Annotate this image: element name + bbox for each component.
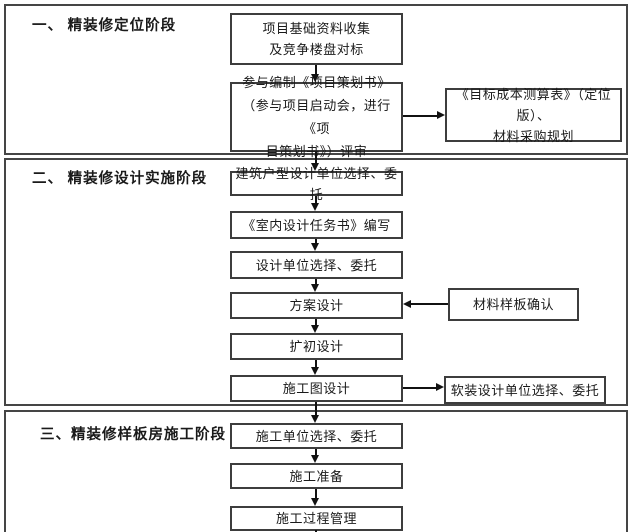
arrowhead-right-icon (436, 383, 444, 391)
arrowhead-down-icon (311, 243, 319, 251)
arrowhead-down-icon (311, 203, 319, 211)
flow-box-unit-design-commission: 建筑户型设计单位选择、委托 (230, 166, 403, 202)
connector-line (315, 489, 317, 499)
connector-line-stub (315, 530, 317, 532)
arrowhead-down-icon (311, 367, 319, 375)
flow-box-data-collection: 项目基础资料收集 及竞争楼盘对标 (230, 13, 403, 65)
flow-box-design-unit-selection: 设计单位选择、委托 (230, 251, 403, 279)
flow-box-scheme-design: 方案设计 (230, 292, 403, 319)
arrowhead-right-icon (437, 111, 445, 119)
flow-box-construction-process-management: 施工过程管理 (230, 506, 403, 531)
arrowhead-left-icon (403, 300, 411, 308)
connector-line (403, 115, 438, 117)
section-title-construction-phase: 三、精装修样板房施工阶段 (40, 427, 226, 443)
flow-box-construction-drawing-design: 施工图设计 (230, 375, 403, 402)
flow-box-project-plan: 参与编制《项目策划书》 （参与项目启动会，进行《项 目策划书》）评审 (230, 75, 403, 159)
connector-line (403, 387, 437, 389)
flow-box-preliminary-design: 扩初设计 (230, 333, 403, 360)
arrowhead-down-icon (311, 284, 319, 292)
connector-line (315, 449, 317, 456)
section-title-positioning-phase: 一、 精装修定位阶段 (32, 18, 177, 34)
connector-line (315, 279, 317, 285)
arrowhead-down-icon (311, 163, 319, 171)
connector-line (410, 303, 448, 305)
connector-line (315, 152, 317, 164)
connector-line (315, 239, 317, 244)
section-title-design-phase: 二、 精装修设计实施阶段 (32, 171, 208, 187)
side-box-soft-furnishing-design-selection: 软装设计单位选择、委托 (444, 376, 606, 404)
arrowhead-down-icon (311, 455, 319, 463)
arrowhead-down-icon (311, 415, 319, 423)
flow-box-contractor-selection: 施工单位选择、委托 (230, 423, 403, 449)
connector-line (315, 319, 317, 326)
connector-line (315, 360, 317, 368)
connector-line (315, 196, 317, 204)
arrowhead-down-icon (311, 498, 319, 506)
side-box-material-sample-confirmation: 材料样板确认 (448, 288, 579, 321)
arrowhead-down-icon (311, 74, 319, 82)
connector-line (315, 402, 317, 416)
connector-line (315, 65, 317, 75)
side-box-target-cost-estimate: 《目标成本测算表》（定位版）、 材料采购规划 (445, 87, 622, 144)
arrowhead-down-icon (311, 325, 319, 333)
flow-box-construction-preparation: 施工准备 (230, 463, 403, 489)
flow-box-interior-design-brief: 《室内设计任务书》编写 (230, 211, 403, 239)
